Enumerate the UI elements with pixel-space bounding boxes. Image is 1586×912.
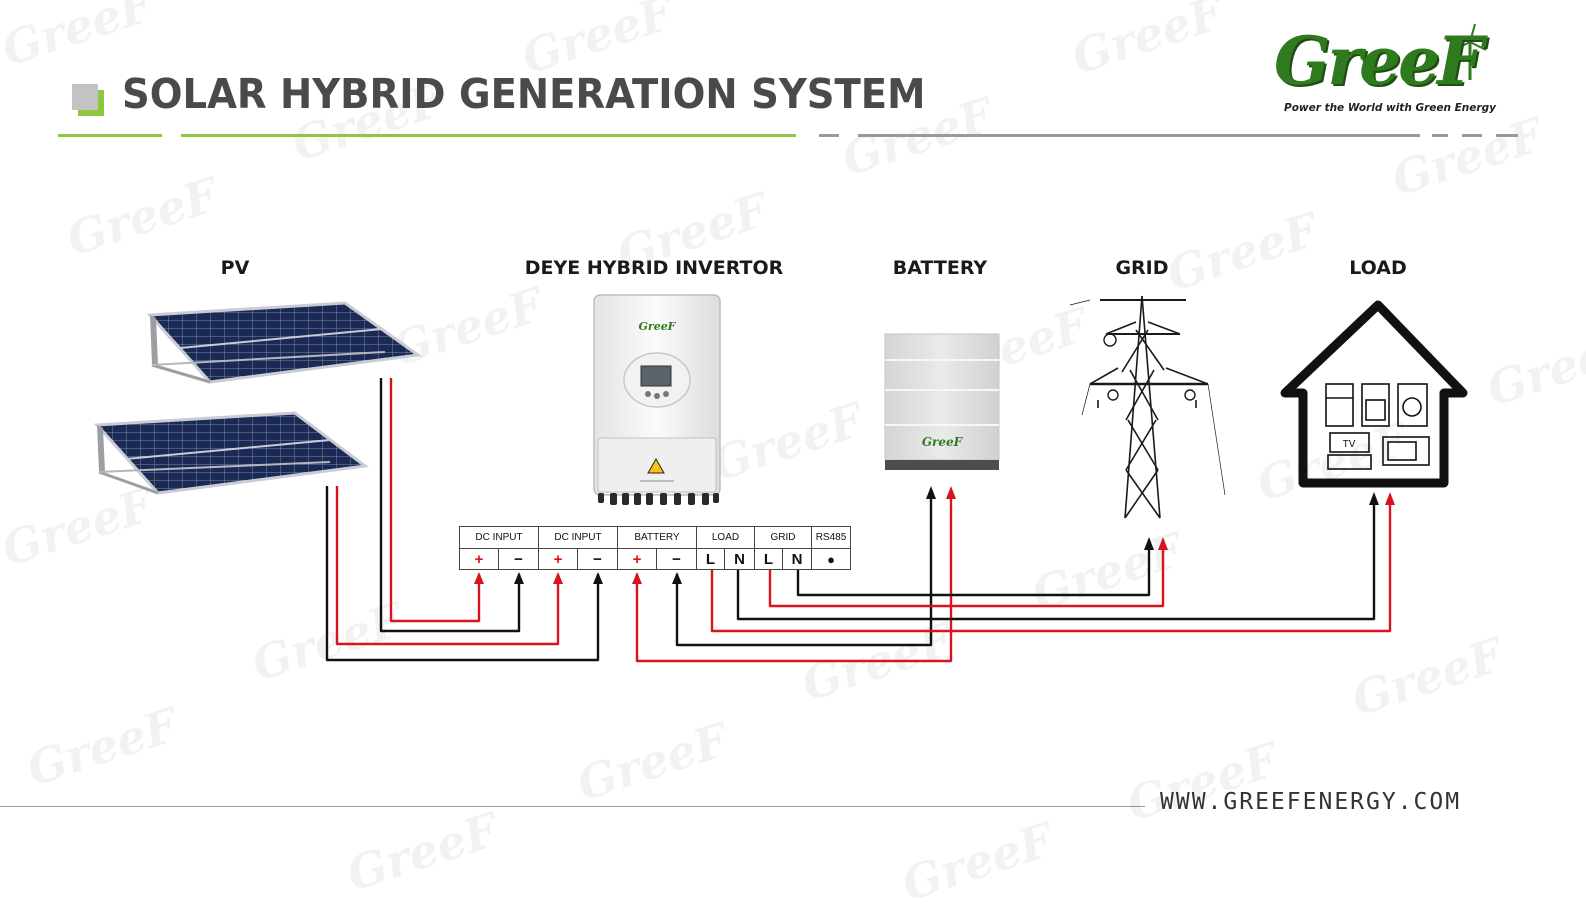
wire-grid-l xyxy=(768,541,1165,608)
arrow-battery-in-negative xyxy=(672,572,682,584)
tv-text: TV xyxy=(1343,439,1356,450)
pv-label: PV xyxy=(220,257,250,279)
terminal-header-battery: BATTERY xyxy=(617,526,697,549)
arrow-battery-negative xyxy=(926,486,936,499)
greef-logo: GreeF Power the World with Green Energy xyxy=(1268,24,1518,120)
arrow-load-n xyxy=(1369,492,1379,505)
microwave-icon xyxy=(1382,436,1430,466)
wire-load-n xyxy=(736,496,1376,621)
battery-brand-text: GreeF xyxy=(922,435,964,449)
terminal-header-load: LOAD xyxy=(696,526,755,549)
page-title: SOLAR HYBRID GENERATION SYSTEM xyxy=(122,70,926,118)
arrow-grid-l xyxy=(1158,537,1168,550)
wire-grid-n xyxy=(796,541,1151,597)
battery-stack: GreeF xyxy=(884,333,1000,470)
title-underline-gray-dash-right-3 xyxy=(1496,134,1518,137)
terminal-dc1-negative: − xyxy=(498,548,539,570)
wind-turbine-icon xyxy=(1453,24,1487,80)
wire-battery-negative xyxy=(675,490,933,647)
footer-divider xyxy=(0,806,1145,807)
title-underline-green-long xyxy=(181,134,796,137)
grid-label: GRID xyxy=(1115,257,1169,279)
title-underline-gray-dash-right-2 xyxy=(1462,134,1482,137)
inverter-brand-text: GreeF xyxy=(639,320,677,333)
arrow-load-l xyxy=(1385,492,1395,505)
logo-tagline: Power the World with Green Energy xyxy=(1284,102,1496,114)
wire-load-l xyxy=(710,496,1392,633)
title-underline-gray-long xyxy=(858,134,1420,137)
arrow-battery-positive xyxy=(946,486,956,499)
wiring xyxy=(325,378,1392,663)
wire-pv2-negative xyxy=(325,486,600,662)
washing-machine-icon xyxy=(1397,383,1428,427)
terminal-dc1-positive: + xyxy=(459,548,499,570)
diagram-graphics: GreeF GreeF xyxy=(93,294,1468,663)
arrow-pv2-positive xyxy=(553,572,563,584)
terminal-battery-positive: + xyxy=(617,548,657,570)
logo-wordmark: GreeF xyxy=(1274,22,1484,100)
stove-icon xyxy=(1361,383,1390,427)
terminal-dc2-positive: + xyxy=(538,548,578,570)
arrow-pv1-positive xyxy=(474,572,484,584)
inverter-label: DEYE HYBRID INVERTOR xyxy=(524,257,784,279)
arrow-grid-n xyxy=(1144,537,1154,550)
arrowheads xyxy=(474,486,1395,584)
terminal-rs485-port: ● xyxy=(811,548,851,570)
terminal-grid-n: N xyxy=(782,548,812,570)
wire-pv1-negative xyxy=(379,378,521,633)
terminal-header-dc-input-1: DC INPUT xyxy=(459,526,539,549)
solar-panel-1 xyxy=(146,301,422,384)
arrow-battery-in-positive xyxy=(632,572,642,584)
terminal-header-dc-input-2: DC INPUT xyxy=(538,526,618,549)
wire-pv2-positive xyxy=(335,486,560,646)
title-underline-green-short xyxy=(58,134,162,137)
title-square-icon xyxy=(72,84,104,116)
wire-pv1-positive xyxy=(389,378,481,623)
arrow-pv1-negative xyxy=(514,572,524,584)
wire-battery-positive xyxy=(635,490,953,663)
tv-icon xyxy=(1327,432,1372,470)
title-underline-gray-dash-right xyxy=(1432,134,1448,137)
load-label: LOAD xyxy=(1349,257,1407,279)
house-load-icon: TV xyxy=(1280,300,1468,488)
website-url: WWW.GREEFENERGY.COM xyxy=(1160,789,1462,815)
terminal-load-l: L xyxy=(696,548,725,570)
terminal-load-n: N xyxy=(724,548,755,570)
terminal-battery-negative: − xyxy=(656,548,697,570)
title-underline-gray-dash xyxy=(819,134,839,137)
terminal-grid-l: L xyxy=(754,548,783,570)
battery-label: BATTERY xyxy=(892,257,988,279)
fridge-icon xyxy=(1325,383,1354,427)
hybrid-inverter: GreeF xyxy=(593,294,721,505)
solar-panel-2 xyxy=(93,411,369,495)
terminal-header-rs485: RS485 xyxy=(811,526,851,549)
inverter-terminal-block: DC INPUT DC INPUT BATTERY LOAD GRID RS48… xyxy=(459,526,851,570)
terminal-header-grid: GRID xyxy=(754,526,812,549)
transmission-tower-icon xyxy=(1069,295,1226,519)
terminal-dc2-negative: − xyxy=(577,548,618,570)
arrow-pv2-negative xyxy=(593,572,603,584)
